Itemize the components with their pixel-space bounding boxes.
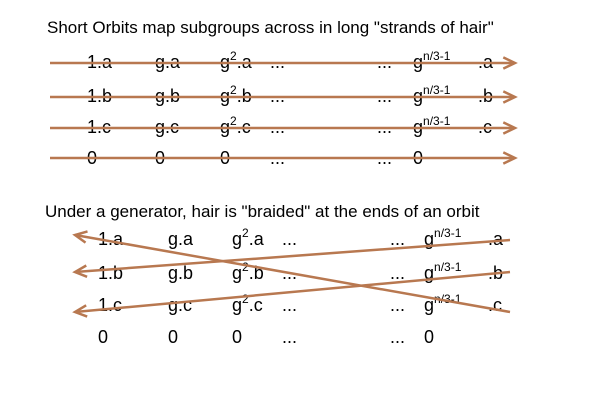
braid-power-term: g2.a: [232, 226, 264, 249]
braid-cell-c5: ...: [390, 295, 406, 315]
arrowhead-icon: [502, 151, 518, 165]
braid-arrow-a-to-b: [74, 238, 511, 274]
braid-cell-c4: ...: [282, 327, 298, 347]
braid-power-term: 0: [424, 327, 435, 347]
braid-arrow-b-to-c: [74, 270, 511, 314]
braid-cell-c2: 0: [168, 327, 179, 347]
title-generator-braid: Under a generator, hair is "braided" at …: [45, 202, 480, 221]
arrowhead-icon: [72, 304, 88, 318]
braid-cell-c1: 1.a: [98, 229, 124, 249]
braid-power-term: 0: [232, 327, 243, 347]
braid-cell-c4: ...: [282, 229, 298, 249]
braid-arrow-c-to-a: [74, 233, 511, 314]
braid-cell-c5: ...: [390, 229, 406, 249]
braid-cell-c5: ...: [390, 327, 406, 347]
braid-cell-c5: ...: [390, 263, 406, 283]
braid-cell-c2: g.c: [168, 295, 193, 315]
title-short-orbits: Short Orbits map subgroups across in lon…: [47, 18, 494, 37]
braid-cell-c2: g.b: [168, 263, 194, 283]
braid-cell-c7: .a: [488, 229, 504, 249]
arrowhead-icon: [502, 121, 518, 135]
arrowhead-icon: [72, 230, 88, 244]
arrowhead-icon: [72, 264, 88, 278]
braid-power-term: gn/3-1: [424, 260, 462, 283]
braid-power-term: g2.c: [232, 292, 263, 315]
braid-cell-c4: ...: [282, 295, 298, 315]
arrowhead-icon: [502, 56, 518, 70]
arrowhead-icon: [502, 90, 518, 104]
braid-power-term: gn/3-1: [424, 226, 462, 249]
braid-cell-c1: 0: [98, 327, 109, 347]
braid-cell-c2: g.a: [168, 229, 194, 249]
